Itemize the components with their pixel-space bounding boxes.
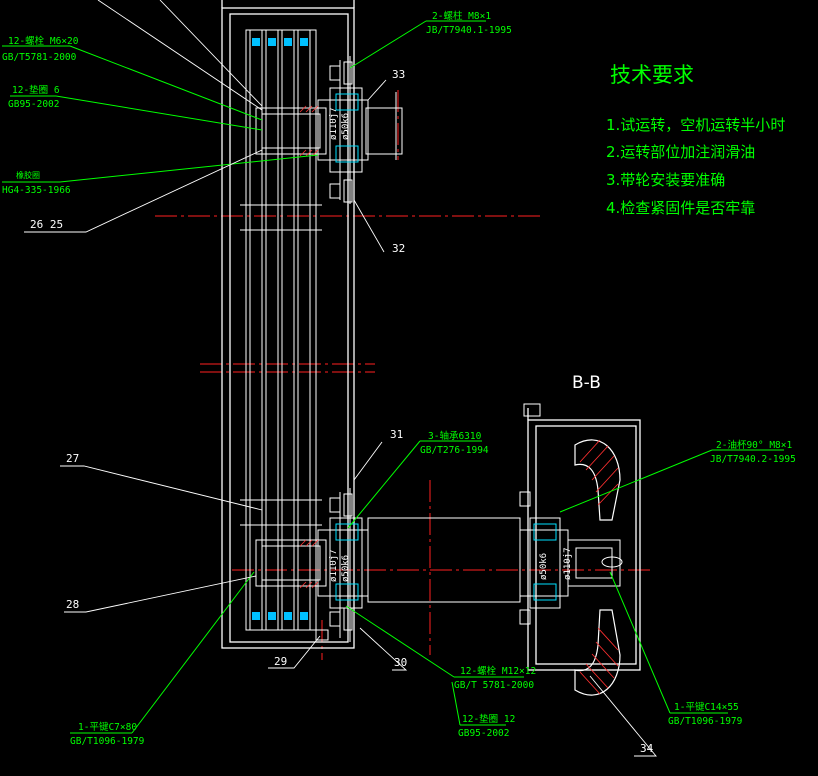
- bottom-bearing: [335, 523, 359, 601]
- tech-title: 技术要求: [610, 63, 694, 87]
- callout-c1-line2: JB/T7940.1-1995: [426, 25, 512, 36]
- bb-housing: [527, 408, 641, 671]
- callout-c1-line1: 2-螺柱 M8×1: [432, 10, 491, 22]
- tech-item-4: 4.检查紧固件是否牢靠: [606, 199, 755, 217]
- top-bolts: [329, 61, 397, 203]
- bottom-hub: [255, 488, 521, 642]
- callout-c4-line1: 橡胶圈: [16, 170, 40, 180]
- callout-c8-line2: GB95-2002: [458, 728, 509, 739]
- tech-item-2: 2.运转部位加注润滑油: [606, 143, 755, 161]
- belt-guard: [221, 0, 355, 649]
- section-label: B-B: [572, 373, 601, 393]
- dim-bot-d1: ø110j7: [329, 549, 339, 582]
- bottom-hub-hatch: [299, 539, 319, 589]
- part-34: 34: [640, 742, 654, 755]
- callout-c4-line2: HG4-335-1966: [2, 185, 71, 196]
- belt-teeth: [252, 38, 308, 620]
- top-hub-hatch: [299, 105, 319, 157]
- part-29: 29: [274, 655, 287, 668]
- dimensions: ø110j7 ø50k6 ø110j7 ø50k6 ø50k6 ø110j7: [329, 107, 573, 582]
- callout-c10-line1: 1-平键C14×55: [674, 701, 739, 713]
- tech-item-3: 3.带轮安装要准确: [606, 171, 725, 189]
- part-33: 33: [392, 68, 405, 81]
- dim-right-d2: ø110j7: [563, 547, 573, 580]
- callout-c3-line1: 12-垫圈 6: [12, 84, 60, 96]
- bb-bearing: [533, 523, 557, 601]
- callout-c6-line2: JB/T7940.2-1995: [710, 454, 796, 465]
- part-31: 31: [390, 428, 403, 441]
- callout-c2-line2: GB/T5781-2000: [2, 52, 77, 63]
- bb-wheel: [574, 439, 621, 696]
- dim-bot-d2: ø50k6: [341, 555, 351, 582]
- tech-requirements: 技术要求 1.试运转，空机运转半小时 2.运转部位加注润滑油 3.带轮安装要准确…: [606, 63, 785, 217]
- leader-lines: [2, 20, 784, 734]
- callout-c7-line2: GB/T 5781-2000: [454, 680, 534, 691]
- callout-c7-line1: 12-螺栓 M12×12: [460, 665, 536, 677]
- callout-c5-line2: GB/T276-1994: [420, 445, 489, 456]
- bb-wheel-hatch: [579, 439, 619, 695]
- callout-c10-line2: GB/T1096-1979: [668, 716, 743, 727]
- pulley-belts: [240, 29, 322, 631]
- part-32: 32: [392, 242, 405, 255]
- part-27: 27: [66, 452, 79, 465]
- part-leaders: [24, 0, 657, 757]
- callout-c8-line1: 12-垫圈 12: [462, 713, 515, 725]
- bb-hub: [519, 403, 623, 625]
- dim-top-d2: ø50k6: [341, 113, 351, 140]
- callout-c3-line2: GB95-2002: [8, 99, 59, 110]
- callout-c9-line2: GB/T1096-1979: [70, 736, 145, 747]
- part-28: 28: [66, 598, 79, 611]
- callout-texts: 2-螺柱 M8×1 JB/T7940.1-1995 12-螺栓 M6×20 GB…: [2, 10, 796, 747]
- dim-right-d1: ø50k6: [539, 553, 549, 580]
- callout-c2-line1: 12-螺栓 M6×20: [8, 35, 79, 47]
- tech-item-1: 1.试运转，空机运转半小时: [606, 116, 785, 134]
- top-hub: [255, 56, 403, 204]
- callout-c9-line1: 1-平键C7×80: [78, 721, 137, 733]
- callout-c5-line1: 3-轴承6310: [428, 430, 482, 442]
- callout-c6-line1: 2-油杯90° M8×1: [716, 439, 792, 451]
- bottom-bolts: [315, 493, 353, 641]
- part-numbers: 26 25 33 32 31 27 28 29 30 34: [30, 68, 654, 755]
- dim-top-d1: ø110j7: [329, 107, 339, 140]
- part-26-25: 26 25: [30, 218, 63, 231]
- top-bearing: [335, 93, 359, 163]
- part-30: 30: [394, 656, 407, 669]
